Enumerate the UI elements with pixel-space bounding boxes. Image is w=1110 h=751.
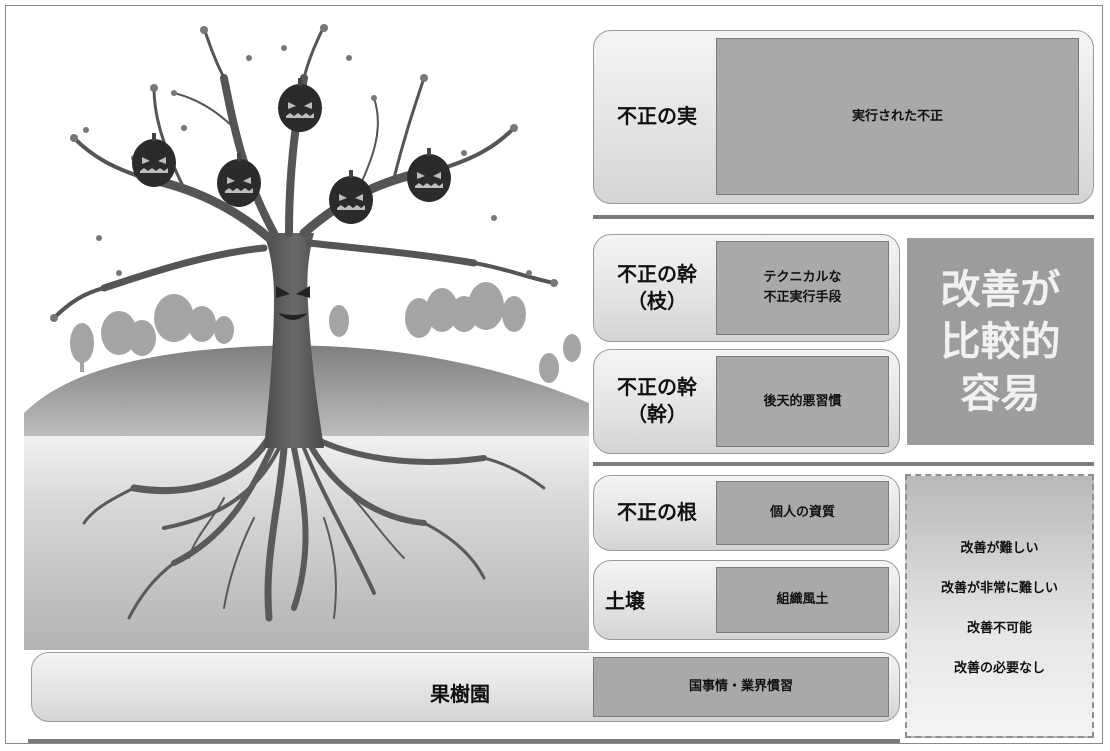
trunk-label-line2: （幹） [627, 402, 687, 426]
improvement-easy-line3: 容易 [960, 370, 1041, 417]
orchard-description: 国事情・業界慣習 [593, 657, 889, 717]
trunk-label: 不正の幹 （幹） [605, 374, 709, 428]
divider-middle [593, 462, 1094, 466]
trunk-description: 後天的悪習慣 [716, 356, 889, 447]
branch-description-line2: 不正実行手段 [763, 290, 842, 305]
soil-label: 土壌 [605, 589, 645, 613]
improvement-hard-item: 改善の必要なし [953, 660, 1045, 676]
orchard-label: 果樹園 [430, 682, 490, 706]
divider-bottom [28, 739, 900, 743]
background-trees-icon [70, 282, 581, 383]
fruit-description: 実行された不正 [716, 38, 1079, 195]
soil-description: 組織風土 [716, 567, 889, 633]
improvement-hard-item: 改善が非常に難しい [940, 580, 1058, 596]
branch-label-line1: 不正の幹 [617, 262, 697, 286]
branch-description-line1: テクニカルな [763, 270, 842, 285]
improvement-easy-line1: 改善が [940, 266, 1061, 313]
trunk-label-line1: 不正の幹 [617, 375, 697, 399]
fraud-tree-illustration [24, 24, 589, 650]
improvement-easy-box: 改善が 比較的 容易 [907, 238, 1094, 445]
pumpkin-fruit-icon [132, 78, 451, 224]
tree-trunk-icon [264, 233, 324, 448]
fruit-label: 不正の実 [617, 104, 697, 128]
root-description: 個人の資質 [716, 481, 889, 545]
tree-roots-icon [82, 434, 546, 622]
branch-description: テクニカルな 不正実行手段 [716, 241, 889, 335]
tree-face-icon [276, 286, 310, 320]
diagram-frame [5, 5, 1103, 744]
branch-label: 不正の幹 （枝） [605, 261, 709, 315]
improvement-hard-item: 改善が難しい [960, 540, 1039, 556]
divider-top [593, 215, 1094, 219]
branch-label-line2: （枝） [627, 289, 687, 313]
improvement-hard-box: 改善が難しい 改善が非常に難しい 改善不可能 改善の必要なし [905, 474, 1094, 738]
root-label: 不正の根 [617, 500, 697, 524]
improvement-easy-line2: 比較的 [940, 318, 1061, 365]
improvement-hard-item: 改善不可能 [966, 620, 1032, 636]
